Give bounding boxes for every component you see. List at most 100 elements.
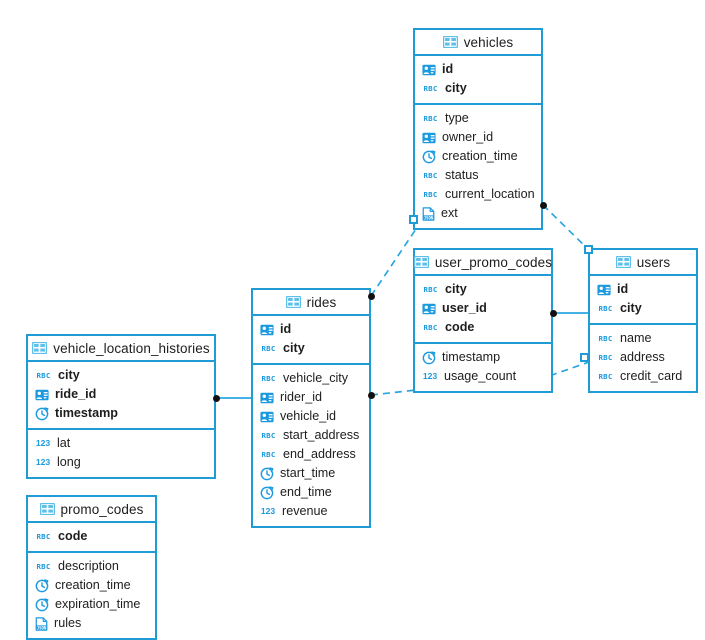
primary-key-row-timestamp[interactable]: timestamp — [28, 404, 214, 423]
table-header-vehicle_location_histories[interactable]: vehicle_location_histories — [28, 336, 214, 362]
table-header-user_promo_codes[interactable]: user_promo_codes — [413, 250, 552, 276]
uuid-icon — [422, 64, 436, 76]
column-label: expiration_time — [55, 597, 141, 611]
relationship-edge-vehicles-to-users[interactable] — [542, 204, 590, 251]
table-title: vehicle_location_histories — [53, 340, 210, 356]
column-label: owner_id — [442, 130, 494, 144]
string-icon: RBC — [423, 84, 438, 93]
string-icon: RBC — [36, 532, 51, 541]
number-icon: 123 — [35, 457, 51, 467]
relationship-edge-rides-to-vehicles[interactable] — [370, 225, 419, 297]
primary-key-row-user_id[interactable]: user_id — [415, 299, 551, 318]
primary-key-row-city[interactable]: RBC city — [28, 366, 214, 385]
uuid-icon — [422, 132, 436, 144]
relationship-endpoint-square-rides-to-users — [579, 352, 589, 362]
primary-key-row-id[interactable]: id — [415, 60, 541, 79]
relationship-endpoint-square-vehicles-to-users — [583, 244, 593, 254]
relationship-endpoint-dot-vehicles-to-users — [539, 201, 547, 209]
uuid-icon — [260, 324, 274, 336]
primary-key-row-city[interactable]: RBC city — [415, 79, 541, 98]
table-icon — [615, 256, 631, 268]
column-label: city — [283, 341, 305, 355]
column-row-rider_id[interactable]: rider_id — [253, 388, 369, 407]
table-header-rides[interactable]: rides — [253, 290, 369, 316]
column-label: credit_card — [620, 369, 683, 383]
timestamp-icon — [422, 350, 436, 365]
column-row-end_time[interactable]: end_time — [253, 483, 369, 502]
column-label: city — [445, 81, 467, 95]
string-icon: RBC — [423, 323, 438, 332]
column-row-expiration_time[interactable]: expiration_time — [28, 595, 155, 614]
column-label: city — [58, 368, 80, 382]
table-header-vehicles[interactable]: vehicles — [415, 30, 541, 56]
column-row-creation_time[interactable]: creation_time — [415, 147, 541, 166]
column-label: id — [280, 322, 292, 336]
relationship-endpoint-dot-rides-to-users — [367, 391, 375, 399]
uuid-icon — [422, 303, 436, 315]
json-icon: JSON — [422, 206, 435, 221]
json-icon: JSON — [35, 616, 48, 631]
string-icon: RBC — [423, 114, 438, 123]
uuid-icon — [597, 284, 611, 296]
column-row-owner_id[interactable]: owner_id — [415, 128, 541, 147]
table-header-users[interactable]: users — [590, 250, 696, 276]
column-label: id — [442, 62, 454, 76]
string-icon: RBC — [36, 371, 51, 380]
column-label: creation_time — [442, 149, 518, 163]
string-icon: RBC — [598, 304, 613, 313]
primary-key-row-id[interactable]: id — [590, 280, 696, 299]
column-label: city — [445, 282, 467, 296]
column-row-timestamp[interactable]: timestamp — [415, 348, 551, 367]
primary-key-row-id[interactable]: id — [253, 320, 369, 339]
uuid-icon — [35, 389, 49, 401]
relationship-endpoint-square-rides-to-vehicles — [408, 214, 418, 224]
column-label: start_address — [283, 428, 360, 442]
string-icon: RBC — [598, 353, 613, 362]
column-row-type[interactable]: RBC type — [415, 109, 541, 128]
column-label: city — [620, 301, 642, 315]
column-label: revenue — [282, 504, 328, 518]
table-header-promo_codes[interactable]: promo_codes — [28, 497, 155, 523]
primary-key-row-city[interactable]: RBC city — [590, 299, 696, 318]
primary-key-row-ride_id[interactable]: ride_id — [28, 385, 214, 404]
column-row-vehicle_id[interactable]: vehicle_id — [253, 407, 369, 426]
uuid-icon — [260, 411, 274, 423]
string-icon: RBC — [36, 562, 51, 571]
column-label: current_location — [445, 187, 535, 201]
timestamp-icon — [35, 597, 49, 612]
column-row-creation_time[interactable]: creation_time — [28, 576, 155, 595]
column-label: creation_time — [55, 578, 131, 592]
column-row-start_time[interactable]: start_time — [253, 464, 369, 483]
column-label: type — [445, 111, 469, 125]
